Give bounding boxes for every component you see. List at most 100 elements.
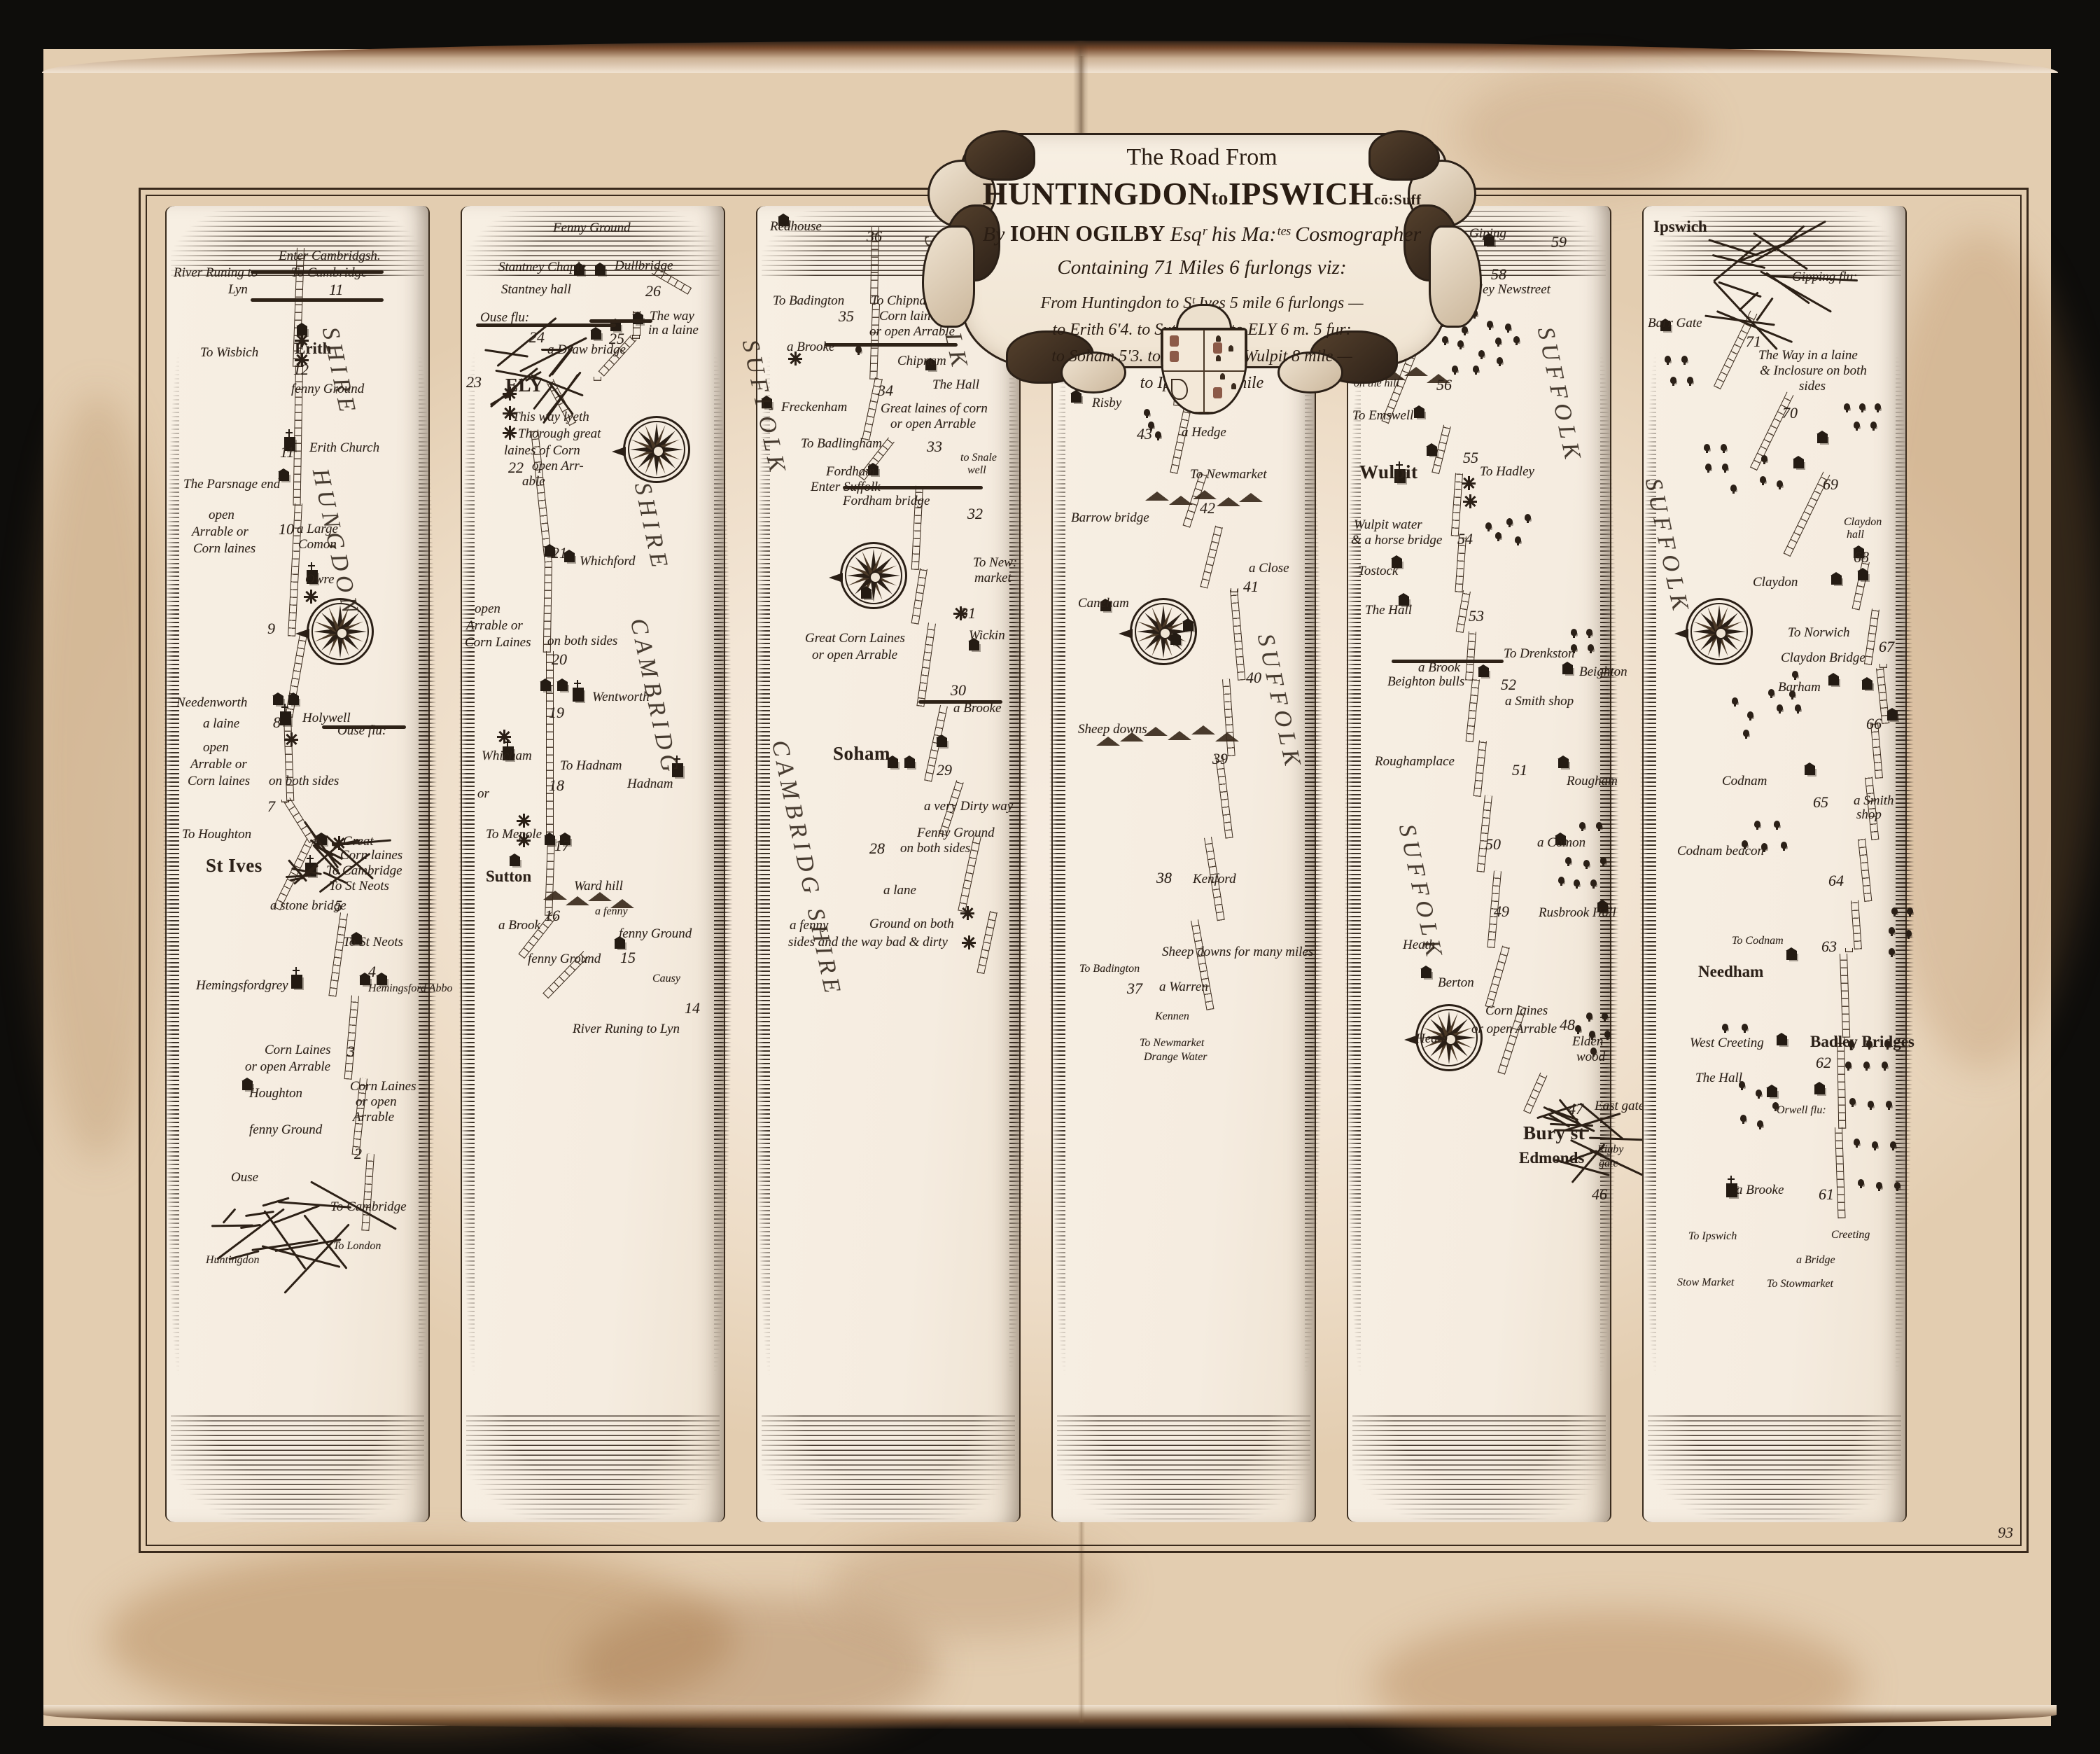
county-name-label: CAMBRIDG SHIRE xyxy=(766,738,846,1000)
map-label: Ground on both xyxy=(869,917,954,931)
map-label: 52 xyxy=(1501,676,1516,692)
lion-icon xyxy=(1213,387,1222,398)
photo-surround-left xyxy=(0,0,43,1754)
map-label: 17 xyxy=(554,837,570,854)
map-label: Wulpit xyxy=(1359,462,1418,482)
tree-icon xyxy=(1768,689,1774,696)
mill-sail-bar xyxy=(1463,501,1477,503)
compass-rose xyxy=(1686,598,1753,665)
map-label: 39 xyxy=(1212,751,1228,767)
map-label: 7 xyxy=(267,798,275,814)
map-label: The Hall xyxy=(1365,604,1412,618)
road-lane xyxy=(1864,608,1879,665)
mill-sail-post xyxy=(523,814,525,828)
tree-icon xyxy=(1868,1101,1874,1108)
map-label: 65 xyxy=(1813,794,1828,810)
tree-icon xyxy=(1722,1024,1728,1031)
map-label: To Cambridge xyxy=(291,266,368,280)
map-label: 10 xyxy=(279,521,294,537)
tree-icon xyxy=(1854,1139,1860,1146)
map-label: Thorough great xyxy=(518,427,601,441)
tree-icon xyxy=(1525,514,1531,521)
strip-curled-right-edge xyxy=(714,206,743,1522)
tree-icon xyxy=(1858,1179,1864,1186)
lion-icon xyxy=(1170,351,1179,362)
tree-icon xyxy=(1844,403,1850,410)
town-plan-street xyxy=(245,1211,274,1217)
map-label: To Drenkston xyxy=(1504,647,1575,661)
house-icon xyxy=(297,326,307,335)
map-label: 41 xyxy=(1243,578,1259,594)
hill-icon xyxy=(1096,737,1120,746)
fleur-de-lis-icon xyxy=(1228,345,1233,352)
tree-icon xyxy=(1845,1062,1851,1069)
town-plan-street xyxy=(1739,291,1760,312)
strip-curled-left-edge xyxy=(741,206,770,1522)
house-icon xyxy=(1793,459,1804,468)
map-label: To Hadley xyxy=(1480,465,1534,479)
road-rungs xyxy=(977,911,997,974)
map-label: 3 xyxy=(347,1043,355,1059)
road-rungs xyxy=(1478,795,1492,872)
house-icon xyxy=(1786,951,1797,960)
map-label: 63 xyxy=(1821,938,1837,954)
paper-bottom-edge xyxy=(43,1705,2057,1729)
strip-curled-left-edge xyxy=(1627,206,1656,1522)
map-label: Stantney hall xyxy=(501,283,571,297)
house-icon xyxy=(1170,636,1181,645)
tree-icon xyxy=(1497,357,1503,364)
house-icon xyxy=(937,738,947,747)
map-label: 59 xyxy=(1551,234,1567,250)
river-stroke xyxy=(589,319,652,323)
map-label: 19 xyxy=(549,704,564,721)
town-plan-street xyxy=(1704,315,1774,326)
house-icon xyxy=(1805,766,1815,775)
road-rungs xyxy=(1474,741,1486,798)
mill-sail-post xyxy=(968,935,970,949)
map-label: 32 xyxy=(967,506,983,522)
road-rungs xyxy=(1851,900,1861,949)
tree-icon xyxy=(1588,644,1594,651)
map-label: Corn Laines xyxy=(465,636,531,650)
map-label: 24 xyxy=(529,329,545,345)
tree-icon xyxy=(1579,822,1586,829)
map-label: To Ipswich xyxy=(1688,1231,1737,1243)
map-label: fenny Ground xyxy=(619,927,692,941)
house-icon xyxy=(1862,681,1872,690)
map-label: Hemingsfordgrey xyxy=(196,979,288,993)
tree-icon xyxy=(1670,377,1676,384)
road-rungs xyxy=(1858,839,1871,902)
mill-icon xyxy=(503,426,517,440)
tree-icon xyxy=(1886,1101,1892,1108)
map-label: ELY xyxy=(505,375,544,395)
map-label: on both sides xyxy=(269,774,339,788)
house-icon xyxy=(1421,969,1432,978)
tree-icon xyxy=(1792,671,1798,678)
title-line-1: The Road From xyxy=(961,144,1443,171)
road-rungs xyxy=(1846,948,1852,952)
tree-icon xyxy=(1757,1120,1763,1127)
mill-icon xyxy=(304,590,318,604)
map-label: 12 xyxy=(293,361,309,377)
house-icon xyxy=(1183,622,1194,631)
map-label: or open xyxy=(356,1095,397,1109)
map-label: 42 xyxy=(1200,500,1215,516)
map-label: Barham xyxy=(1778,681,1821,695)
map-label: Houghton xyxy=(249,1087,302,1101)
map-label: Ouse flu: xyxy=(337,724,386,738)
map-label: a laine xyxy=(203,717,239,731)
road-lane xyxy=(594,377,601,381)
map-label: fenny Ground xyxy=(291,382,364,396)
map-label: 4 xyxy=(368,963,376,980)
map-label: 37 xyxy=(1127,980,1142,996)
map-label: fenny Ground xyxy=(249,1123,322,1137)
map-label: 5 xyxy=(335,898,342,914)
road-rungs xyxy=(912,568,927,624)
strip-6: IpswichBarr GateGipping flu:71The Way in… xyxy=(1642,206,1907,1522)
map-label: Gipping flu: xyxy=(1792,270,1857,284)
lion-icon xyxy=(1213,342,1222,354)
county-name-label: SHIRE xyxy=(629,480,673,574)
map-label: River Runing to xyxy=(174,266,258,280)
author-name: IOHN OGILBY xyxy=(1010,221,1165,246)
map-label: a Bridge xyxy=(1796,1255,1835,1267)
